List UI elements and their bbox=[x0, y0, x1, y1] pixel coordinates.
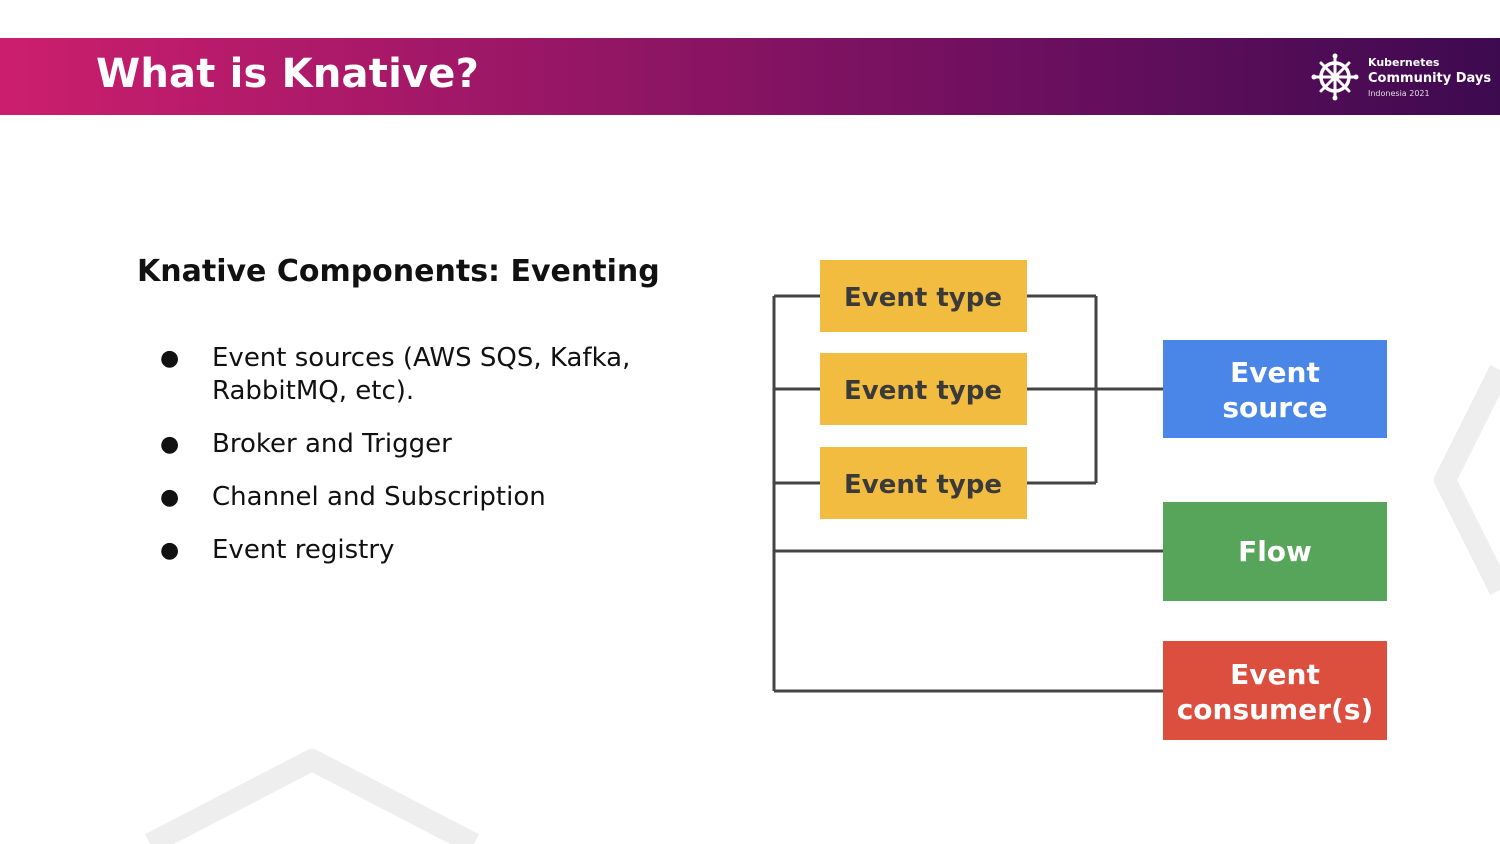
event-source-label-line1: Event bbox=[1230, 356, 1320, 389]
event-type-label: Event type bbox=[844, 283, 1002, 313]
event-type-box: Event type bbox=[820, 260, 1027, 332]
bullet-list: ● Event sources (AWS SQS, Kafka, RabbitM… bbox=[158, 342, 678, 587]
page-title: What is Knative? bbox=[96, 51, 479, 97]
bullet-text: Broker and Trigger bbox=[212, 429, 452, 459]
logo-text-community-days: Community Days bbox=[1368, 71, 1492, 86]
connector-lines bbox=[772, 294, 1163, 693]
logo-text-event: Indonesia 2021 bbox=[1368, 89, 1430, 98]
kubernetes-wheel-icon bbox=[1311, 53, 1359, 101]
bullet-item: ● Event sources (AWS SQS, Kafka, RabbitM… bbox=[158, 342, 678, 408]
event-source-label-line2: source bbox=[1222, 391, 1327, 424]
flow-box: Flow bbox=[1163, 502, 1387, 601]
bullet-text: Event sources (AWS SQS, Kafka, RabbitMQ,… bbox=[212, 343, 631, 406]
event-source-box: Event source bbox=[1163, 340, 1387, 438]
logo-text-kubernetes: Kubernetes bbox=[1368, 56, 1440, 69]
bullet-text: Event registry bbox=[212, 535, 395, 565]
bullet-dot-icon: ● bbox=[160, 346, 180, 371]
event-consumers-label-line1: Event bbox=[1230, 658, 1320, 691]
event-type-box: Event type bbox=[820, 353, 1027, 425]
event-type-label: Event type bbox=[844, 470, 1002, 500]
bullet-item: ● Channel and Subscription bbox=[158, 481, 678, 514]
bullet-dot-icon: ● bbox=[160, 432, 180, 457]
bullet-dot-icon: ● bbox=[160, 538, 180, 563]
event-consumers-box: Event consumer(s) bbox=[1163, 641, 1387, 740]
kcd-logo: Kubernetes Community Days Indonesia 2021 bbox=[1310, 48, 1492, 106]
section-subtitle: Knative Components: Eventing bbox=[137, 254, 660, 289]
bullet-dot-icon: ● bbox=[160, 485, 180, 510]
bullet-item: ● Broker and Trigger bbox=[158, 428, 678, 461]
event-type-label: Event type bbox=[844, 376, 1002, 406]
flow-label: Flow bbox=[1238, 535, 1312, 568]
header-bar: What is Knative? Kubernetes Community Da… bbox=[0, 38, 1500, 115]
event-consumers-label-line2: consumer(s) bbox=[1177, 693, 1374, 726]
bullet-text: Channel and Subscription bbox=[212, 482, 546, 512]
event-type-box: Event type bbox=[820, 447, 1027, 519]
bullet-item: ● Event registry bbox=[158, 534, 678, 567]
